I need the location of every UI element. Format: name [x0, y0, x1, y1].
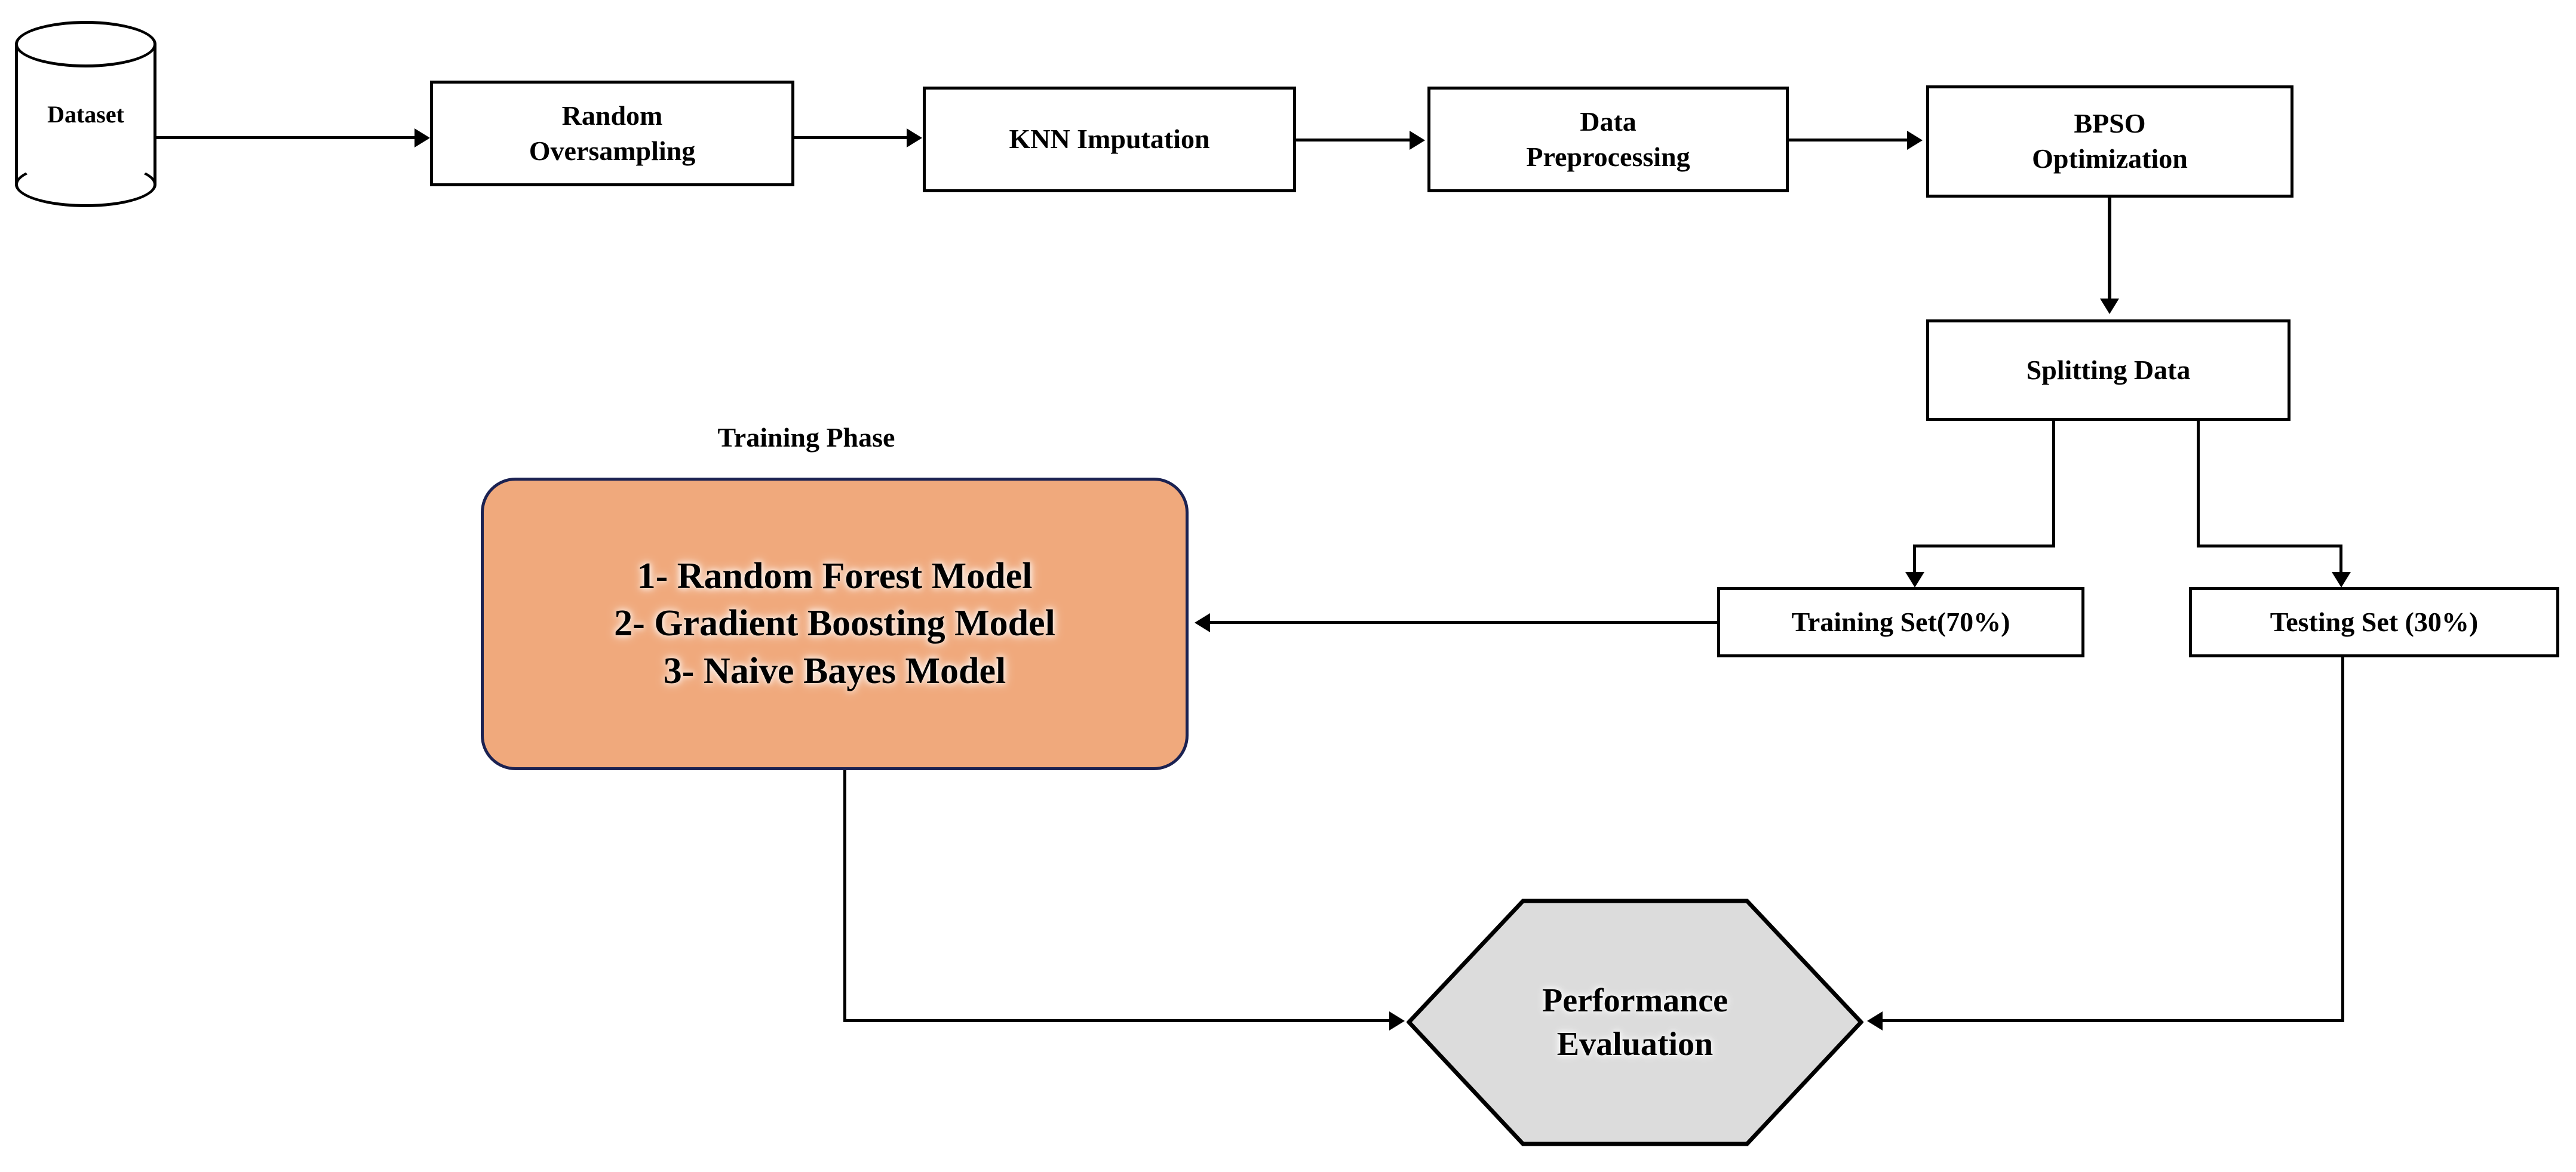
training-model-line-1: 1- Random Forest Model: [637, 555, 1033, 596]
edge-models-to-perf-h: [843, 1019, 1390, 1022]
node-performance-evaluation[interactable]: Performance Evaluation: [1407, 899, 1863, 1146]
node-data-preprocessing[interactable]: Data Preprocessing: [1427, 87, 1789, 192]
edge-knn-to-data-preprocessing: [1296, 139, 1411, 141]
edge-split-right-v2: [2339, 545, 2342, 579]
cylinder-bottom-ellipse: [15, 162, 156, 207]
arrowhead-splitting-data-in: [2100, 299, 2119, 314]
node-training-set[interactable]: Training Set(70%): [1717, 587, 2084, 657]
arrowhead-knn-in: [907, 128, 922, 147]
node-training-models[interactable]: 1- Random Forest Model 2- Gradient Boost…: [481, 478, 1189, 770]
edge-split-left-v1: [2052, 421, 2055, 547]
performance-evaluation-line-1: Performance: [1542, 982, 1728, 1019]
edge-dataset-to-random-oversampling: [156, 136, 415, 139]
arrowhead-data-preprocessing-in: [1410, 131, 1425, 150]
node-knn-imputation[interactable]: KNN Imputation: [923, 87, 1296, 192]
edge-models-to-perf-v: [843, 770, 846, 1022]
edge-random-oversampling-to-knn: [794, 136, 908, 139]
node-dataset-label: Dataset: [47, 100, 124, 128]
edge-split-right-h: [2197, 545, 2342, 547]
cylinder-top-ellipse: [15, 21, 156, 67]
performance-evaluation-line-2: Evaluation: [1556, 1025, 1714, 1063]
node-bpso-optimization[interactable]: BPSO Optimization: [1926, 85, 2293, 198]
node-random-oversampling[interactable]: Random Oversampling: [430, 81, 794, 186]
arrowhead-training-set-in: [1905, 572, 1924, 587]
edge-training-set-to-models: [1210, 621, 1719, 624]
arrowhead-random-oversampling-in: [415, 128, 430, 147]
arrowhead-perf-left-in: [1389, 1011, 1405, 1031]
arrowhead-testing-set-in: [2332, 572, 2351, 587]
training-phase-label: Training Phase: [717, 422, 895, 453]
edge-split-right-v1: [2197, 421, 2200, 547]
node-dataset[interactable]: Dataset: [15, 21, 156, 207]
edge-split-left-h: [1913, 545, 2055, 547]
edge-split-left-v2: [1913, 545, 1916, 579]
training-model-line-3: 3- Naive Bayes Model: [663, 650, 1006, 691]
edge-testing-to-perf-v: [2341, 657, 2344, 1022]
node-testing-set[interactable]: Testing Set (30%): [2189, 587, 2559, 657]
node-splitting-data[interactable]: Splitting Data: [1926, 319, 2291, 421]
edge-testing-to-perf-h: [1883, 1019, 2343, 1022]
performance-evaluation-text: Performance Evaluation: [1407, 899, 1863, 1146]
hexagon-shape: [1407, 899, 1863, 1146]
training-model-line-2: 2- Gradient Boosting Model: [614, 603, 1055, 644]
edge-data-preprocessing-to-bpso: [1789, 139, 1908, 141]
arrowhead-training-models-in: [1195, 613, 1210, 632]
edge-bpso-to-splitting-data: [2108, 198, 2111, 300]
arrowhead-perf-right-in: [1867, 1011, 1883, 1031]
arrowhead-bpso-in: [1907, 131, 1923, 150]
